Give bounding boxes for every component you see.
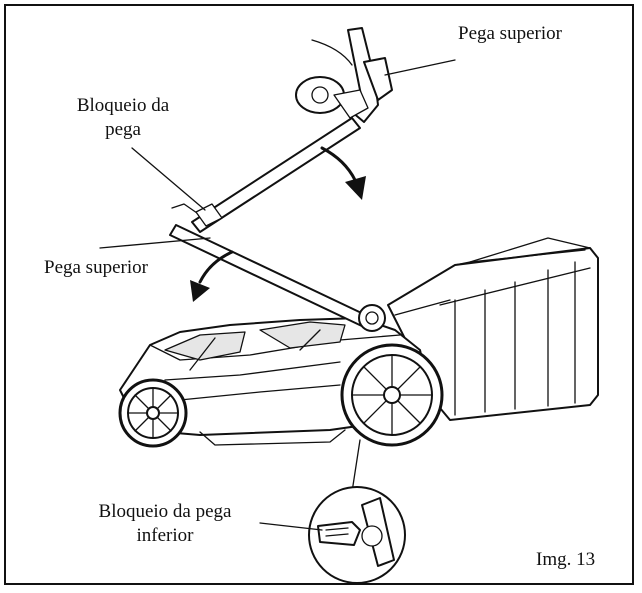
label-lower-lock-line1: Bloqueio da pega	[98, 501, 232, 522]
label-lower-lock-line2: inferior	[136, 525, 194, 546]
label-handle-lock-line2: pega	[105, 119, 141, 140]
label-upper-handle-left: Pega superior	[44, 257, 148, 278]
figure-number: Img. 13	[536, 549, 596, 570]
upper-handle	[171, 27, 393, 233]
control-switch	[295, 39, 369, 119]
label-handle-lock-line1: Bloqueio da	[76, 95, 170, 116]
leader-lines	[99, 59, 456, 531]
label-handle-lock: Bloqueio da pega	[48, 94, 198, 142]
lower-lock-inset	[308, 439, 406, 584]
front-wheel	[118, 378, 188, 448]
label-lower-lock: Bloqueio da pega inferior	[60, 500, 270, 548]
grass-catcher	[387, 237, 599, 421]
lower-handle	[169, 224, 386, 332]
label-upper-handle-top: Pega superior	[458, 23, 562, 44]
fold-arrows	[190, 146, 366, 302]
rear-wheel	[340, 343, 444, 447]
